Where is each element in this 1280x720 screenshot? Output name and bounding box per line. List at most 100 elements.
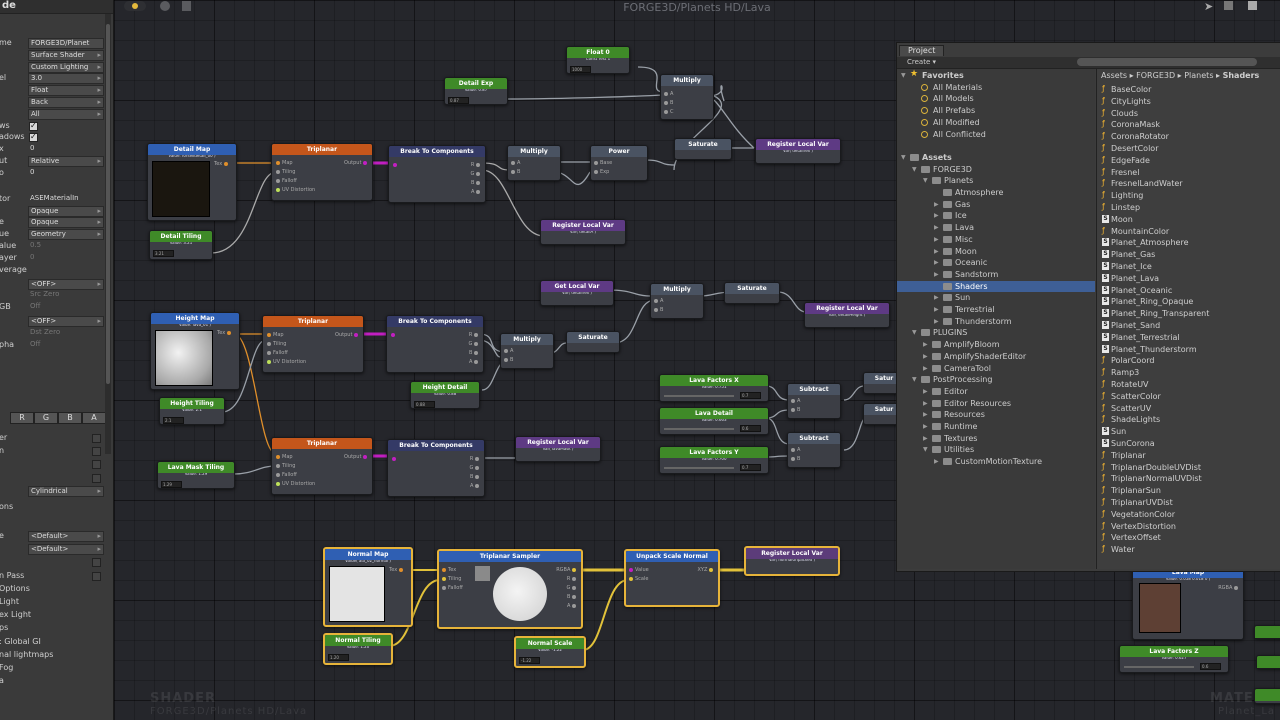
lava-factors-z-field[interactable]: 0.6 [1200,663,1221,670]
tree-folder[interactable]: ▶Moon [897,246,1095,257]
multiply-top-port-b[interactable]: B [664,100,673,106]
lava-map-node[interactable]: Lava Map Value: 0.058 0.018 0 ) RGBA [1132,566,1244,640]
break1-node[interactable]: Break To Components R G B A [388,145,486,203]
normal-map-node[interactable]: Normal Map Value( ala_02_normal ) Tex [323,547,413,627]
live-button[interactable] [160,1,170,11]
project-search-input[interactable] [1077,58,1257,66]
triplanar3-node[interactable]: Triplanar Map Tiling Falloff UV Distorti… [271,437,373,495]
normal-map-port-tex[interactable]: Tex [389,567,405,573]
subtract2-port-a[interactable]: A [791,447,800,453]
detail-map-node[interactable]: Detail Map Value: forsekdetail_00 ) Tex [147,143,237,221]
inspector-row-value[interactable]: Opaque [28,217,104,229]
inspector-row-value[interactable]: Relative [28,156,104,167]
height-detail-field[interactable]: 0.88 [414,401,435,408]
expand-right-icon[interactable]: ▶ [923,341,928,349]
triplanar-sampler-out-b[interactable]: B [567,594,578,600]
register-local-var5-node[interactable]: Register Local Var Var( normalUnpacked ) [744,546,840,576]
break3-port-b[interactable]: B [470,474,481,480]
inspector-row-value[interactable] [28,265,102,274]
triplanar-sampler-port-tiling[interactable]: Tiling [442,576,461,582]
tree-folder[interactable]: ▶Sun [897,292,1095,303]
saturate2-node[interactable]: Saturate [724,282,780,304]
inspector-scrollbar[interactable] [105,14,111,454]
triplanar-sampler-out-g[interactable]: G [567,585,578,591]
inspector-row-value[interactable]: All [28,108,104,120]
lava-detail-field[interactable]: 0.6 [740,425,761,432]
detail-exp-node[interactable]: Detail Exp Value: 0.87 0.87 [444,77,508,105]
options-icon[interactable] [1248,1,1257,10]
triplanar2-port-tiling[interactable]: Tiling [267,341,286,347]
expand-right-icon[interactable]: ▶ [934,259,939,267]
inspector-row-value[interactable]: 0 [30,144,35,153]
height-tiling-field[interactable]: 2.1 [163,417,184,424]
break3-node[interactable]: Break To Components R G B A [387,439,485,497]
tree-saved-search[interactable]: All Prefabs [897,105,1095,116]
expand-right-icon[interactable]: ▶ [934,235,939,243]
inspector-row-value[interactable]: <Default> [28,544,104,556]
lava-mask-tiling-field[interactable]: 1.29 [161,481,182,488]
inspector-row-value[interactable]: Dst Zero [30,328,61,336]
tree-item[interactable]: ▼★Favorites [897,69,1095,81]
inspector-row-value[interactable]: Surface Shader [28,49,104,61]
inspector-row-value[interactable]: Cylindrical [28,485,104,497]
triplanar3-port-output[interactable]: Output [344,454,369,460]
expand-right-icon[interactable]: ▶ [934,458,939,466]
expand-down-icon[interactable]: ▼ [901,72,906,79]
inspector-row-value[interactable]: 0 [30,167,35,176]
inspector-row-value[interactable]: Off [30,339,41,348]
break3-port-g[interactable]: G [470,465,481,471]
register-local-var4-node[interactable]: Register Local Var Var( lavaMask ) [515,436,601,462]
create-menu-button[interactable]: Create ▾ [907,58,937,66]
subtract1-port-b[interactable]: B [791,407,800,413]
triplanar1-port-uvdist[interactable]: UV Distortion [276,187,315,193]
multiply1-port-a[interactable]: A [511,160,520,166]
register-local-var2-node[interactable]: Register Local Var Var( detailA ) [540,219,626,245]
expand-right-icon[interactable]: ▶ [923,352,928,360]
multiply3-port-b[interactable]: B [504,357,513,363]
subtract2-node[interactable]: Subtract A B [787,432,841,468]
inspector-checkbox[interactable] [92,447,101,457]
expand-down-icon[interactable]: ▼ [912,165,917,173]
unpack-scale-normal-node[interactable]: Unpack Scale Normal Value Scale XYZ [624,549,720,607]
triplanar3-port-falloff[interactable]: Falloff [276,472,297,478]
tree-folder[interactable]: ▶AmplifyBloom [897,339,1095,350]
update-button[interactable] [124,1,146,11]
tree-folder[interactable]: ▶CameraTool [897,363,1095,374]
tree-folder[interactable]: ▶Terrestrial [897,304,1095,315]
lava-factors-x-field[interactable]: 0.7 [740,392,761,399]
tree-folder[interactable]: ▶AmplifyShaderEditor [897,351,1095,362]
saturate3-node[interactable]: Saturate [566,331,620,353]
tree-folder[interactable]: ▼FORGE3D [897,164,1095,175]
get-local-var-node[interactable]: Get Local Var Var( detailTex ) [540,280,614,306]
inspector-checkbox[interactable] [29,120,38,131]
break1-port-r[interactable]: R [471,162,482,168]
tree-saved-search[interactable]: All Modified [897,117,1095,128]
triplanar-sampler-out-rgba[interactable]: RGBA [556,567,578,573]
expand-right-icon[interactable]: ▶ [923,411,928,419]
tree-folder[interactable]: ▶Editor [897,386,1095,397]
tree-folder[interactable]: ▶Runtime [897,421,1095,432]
triplanar3-port-uvdist[interactable]: UV Distortion [276,481,315,487]
color-mask-r-button[interactable]: R [10,412,34,424]
tree-folder[interactable]: ▼PostProcessing [897,374,1095,385]
break3-port-a[interactable]: A [470,483,481,489]
triplanar2-node[interactable]: Triplanar Map Tiling Falloff UV Distorti… [262,315,364,373]
inspector-row-value[interactable]: Back [28,97,104,108]
project-tab[interactable]: Project [899,45,945,56]
tree-folder[interactable]: ▼Planets [897,175,1095,186]
break1-port-g[interactable]: G [471,171,482,177]
